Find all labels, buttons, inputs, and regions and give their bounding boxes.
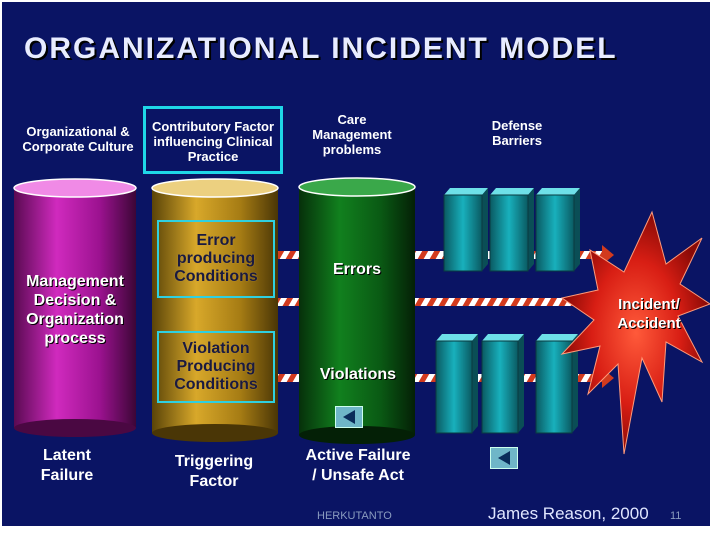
cylinder-triggering (151, 178, 279, 442)
label-triggering-factor: Triggering Factor (174, 453, 254, 490)
footer-citation: James Reason, 2000 (488, 504, 649, 523)
label-errors: Errors (332, 261, 382, 278)
defense-barriers-top (443, 188, 580, 272)
slide: ORGANIZATIONAL INCIDENT MODEL Organizati… (2, 2, 710, 526)
page-number: 11 (670, 510, 682, 522)
incident-star-icon (560, 210, 710, 455)
nav-back-button-2[interactable] (490, 447, 518, 469)
label-violations: Violations (319, 366, 397, 383)
cylinder-management (13, 178, 137, 437)
diagram-graphics (13, 177, 710, 455)
header-contributory-box (143, 106, 283, 174)
label-incident: Incident/ Accident (617, 296, 681, 332)
footer-author: HERKUTANTO (317, 510, 392, 522)
label-latent-failure: Latent Failure (40, 447, 94, 484)
header-care-management: Care Management problems (312, 112, 392, 157)
box-error-conditions: Error producing Conditions (157, 220, 275, 298)
cylinder-active (298, 177, 416, 444)
header-defense: Defense Barriers (491, 118, 543, 148)
back-arrow-icon (498, 451, 510, 465)
box-violation-conditions: Violation Producing Conditions (157, 331, 275, 403)
nav-back-button-1[interactable] (335, 406, 363, 428)
label-management: Management Decision & Organization proce… (26, 273, 124, 347)
back-arrow-icon (343, 410, 355, 424)
label-active-failure: Active Failure / Unsafe Act (305, 447, 411, 484)
header-org-culture: Organizational & Corporate Culture (22, 124, 134, 154)
header-contributory: Contributory Factor influencing Clinical… (151, 119, 275, 164)
page-title: ORGANIZATIONAL INCIDENT MODEL (24, 32, 618, 65)
defense-barriers-bottom (435, 334, 578, 434)
